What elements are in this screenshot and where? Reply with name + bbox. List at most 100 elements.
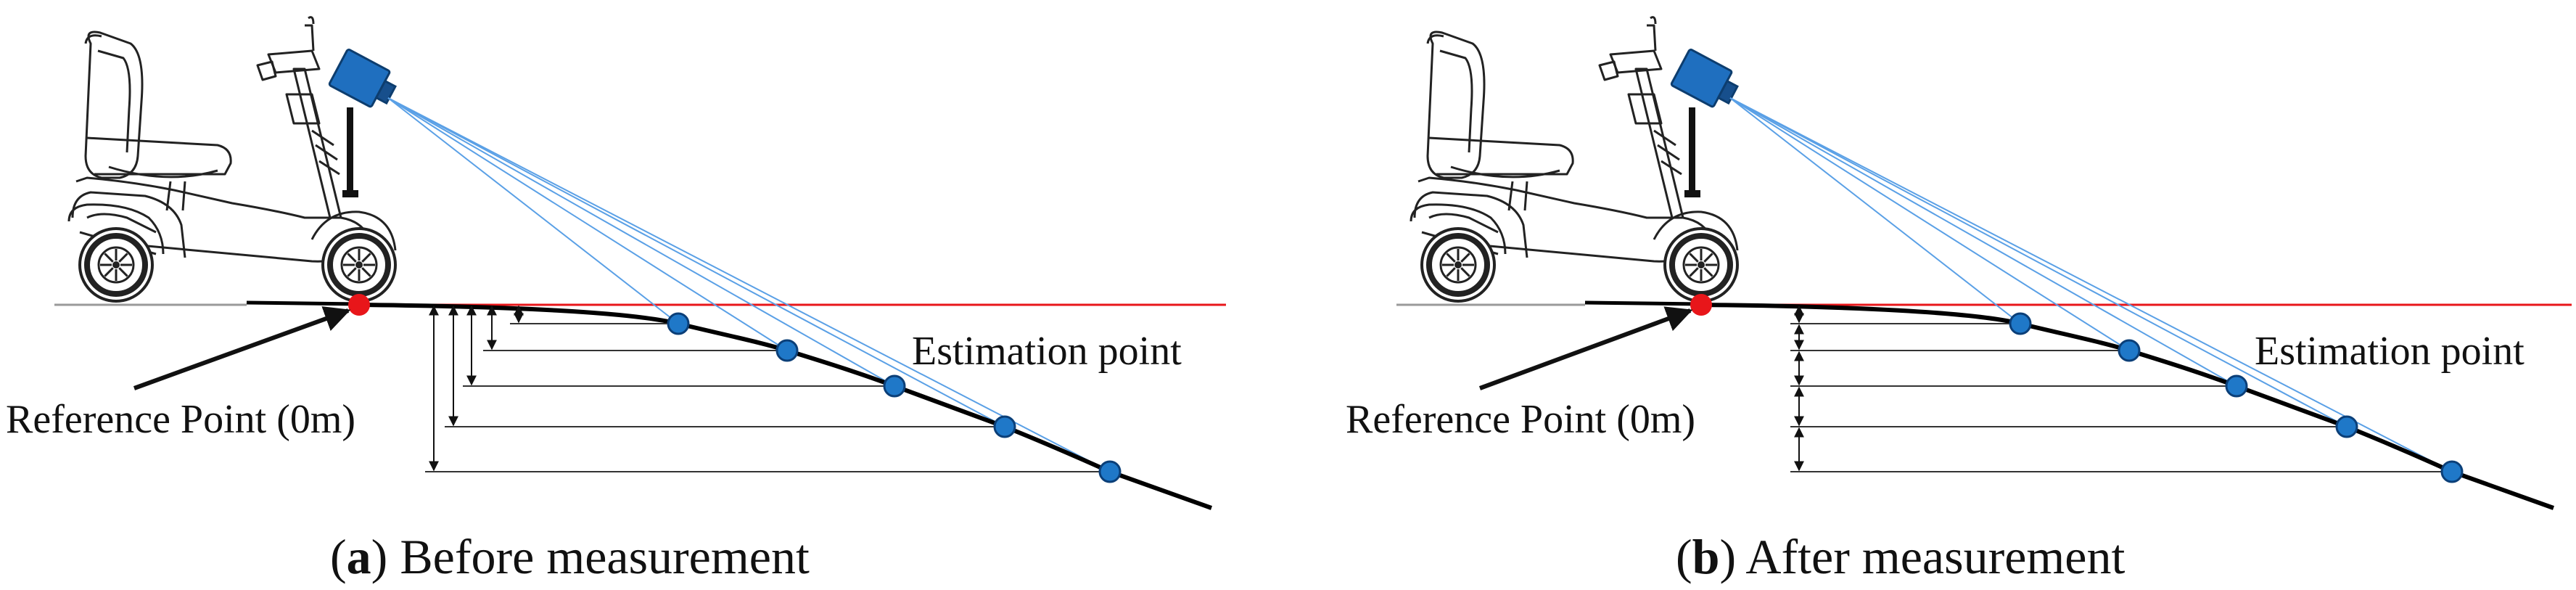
scooter-outline bbox=[67, 203, 165, 255]
reference-point-label: Reference Point (0m) bbox=[6, 397, 355, 442]
camera-lens bbox=[374, 79, 397, 105]
scooter-outline bbox=[1428, 213, 1499, 234]
scooter-outline bbox=[1439, 49, 1473, 153]
approach-road-line bbox=[1584, 300, 1702, 306]
scooter-outline bbox=[1426, 34, 1444, 44]
scooter-outline bbox=[1507, 181, 1528, 211]
panel-caption-text: Before measurement bbox=[387, 529, 810, 584]
scooter-outline bbox=[285, 93, 321, 125]
wheel-spoke bbox=[104, 253, 114, 263]
scooter-outline bbox=[1653, 129, 1682, 176]
estimation-point-marker bbox=[2335, 415, 2358, 438]
wheel-hub bbox=[355, 261, 363, 269]
camera-icon bbox=[328, 48, 397, 197]
estimation-point-marker bbox=[775, 339, 799, 362]
scooter-outline bbox=[1428, 136, 1574, 176]
camera-icon bbox=[1670, 48, 1739, 197]
wheel-spoke bbox=[361, 267, 371, 277]
wheel-tire bbox=[84, 233, 148, 297]
estimation-point-marker bbox=[1098, 460, 1122, 483]
scooter-outline bbox=[86, 136, 232, 176]
camera-rays bbox=[387, 97, 1111, 472]
estimation-point-marker bbox=[2440, 460, 2464, 483]
scooter-outline bbox=[311, 129, 340, 176]
estimation-points bbox=[2009, 312, 2464, 483]
height-arrows bbox=[429, 305, 524, 472]
camera-mount-pole bbox=[347, 107, 353, 196]
reference-point-marker bbox=[348, 294, 370, 316]
camera-ray bbox=[387, 97, 788, 351]
wheel-hub bbox=[1454, 261, 1462, 269]
panel-caption: (a) Before measurement bbox=[330, 529, 810, 584]
reference-pointer-arrow bbox=[1478, 306, 1693, 390]
scooter-outline bbox=[1426, 30, 1486, 179]
wheel-spoke bbox=[1703, 267, 1713, 277]
height-guide-lines bbox=[1790, 323, 2452, 472]
estimation-points bbox=[667, 312, 1122, 483]
approach-road-line bbox=[246, 300, 360, 306]
scooter-outline bbox=[256, 60, 277, 81]
scooter-outline bbox=[84, 30, 144, 179]
wheel-spoke bbox=[1689, 267, 1699, 277]
panel-before-measurement: Reference Point (0m) Estimation point (a… bbox=[6, 16, 1226, 584]
estimation-point-marker bbox=[2009, 312, 2032, 335]
reference-point-label: Reference Point (0m) bbox=[1346, 397, 1695, 442]
scooter-outline bbox=[1634, 67, 1684, 219]
wheel-spoke bbox=[118, 253, 128, 263]
wheel-spoke bbox=[347, 253, 357, 263]
scooter-outline bbox=[1413, 191, 1528, 258]
camera-ray bbox=[387, 97, 1005, 427]
wheel-tire bbox=[1426, 233, 1490, 297]
camera-body bbox=[328, 48, 397, 108]
scooter-outline bbox=[165, 181, 186, 211]
wheel-spoke bbox=[104, 267, 114, 277]
scooter-outline bbox=[1653, 210, 1739, 251]
camera-ray bbox=[1729, 97, 2453, 472]
mobility-scooter-icon bbox=[67, 16, 397, 303]
camera-lens bbox=[1716, 79, 1739, 105]
panel-after-measurement: Reference Point (0m) Estimation point (b… bbox=[1346, 16, 2572, 584]
scooter-outline bbox=[292, 67, 342, 219]
wheel-spoke bbox=[1446, 253, 1456, 263]
scooter-outline bbox=[108, 165, 218, 179]
wheel-hub bbox=[112, 261, 120, 269]
wheel-spoke bbox=[1689, 253, 1699, 263]
camera-ray bbox=[1729, 97, 2021, 324]
wheel-spoke bbox=[1703, 253, 1713, 263]
wheel-spoke bbox=[1446, 267, 1456, 277]
wheel-spoke bbox=[1460, 253, 1470, 263]
camera-body bbox=[1670, 48, 1739, 108]
estimation-point-marker bbox=[2225, 374, 2248, 398]
mobility-scooter-icon bbox=[1410, 16, 1739, 303]
panel-caption-text: After measurement bbox=[1736, 529, 2125, 584]
scooter-outline bbox=[305, 16, 315, 52]
camera-rays bbox=[1729, 97, 2453, 472]
scooter-outline bbox=[71, 191, 186, 258]
height-guide-lines bbox=[425, 323, 1110, 472]
scooter-outline bbox=[1647, 16, 1657, 52]
camera-mount-base bbox=[342, 190, 358, 197]
panel-letter: a bbox=[347, 529, 371, 584]
wheel-spoke bbox=[118, 267, 128, 277]
reference-pointer-arrow bbox=[133, 306, 351, 390]
wheel-rim bbox=[97, 246, 135, 284]
camera-mount-pole bbox=[1689, 107, 1695, 196]
wheel-spoke bbox=[361, 253, 371, 263]
wheel-spoke bbox=[1460, 267, 1470, 277]
scooter-outline bbox=[1598, 60, 1619, 81]
camera-mount-base bbox=[1684, 190, 1700, 197]
estimation-point-label: Estimation point bbox=[912, 329, 1182, 374]
panel-letter: b bbox=[1692, 529, 1720, 584]
scooter-outline bbox=[84, 34, 102, 44]
estimation-point-marker bbox=[883, 374, 906, 398]
wheel-hub bbox=[1698, 261, 1705, 269]
camera-ray bbox=[1729, 97, 2347, 427]
scooter-outline bbox=[75, 176, 379, 262]
scooter-outline bbox=[1627, 93, 1663, 125]
wheel-spoke bbox=[347, 267, 357, 277]
scooter-outline bbox=[86, 213, 157, 234]
scooter-outline bbox=[310, 210, 397, 251]
scooter-outline bbox=[1450, 165, 1560, 179]
camera-ray bbox=[387, 97, 895, 387]
